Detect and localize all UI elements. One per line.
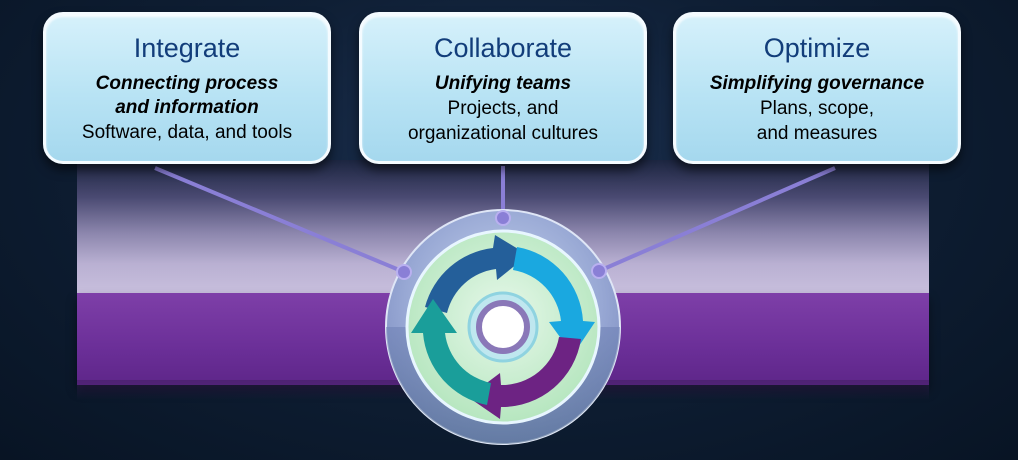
connector-dot-collaborate (495, 210, 511, 226)
optimize-subtitle: Simplifying governance (709, 73, 925, 94)
integrate-card: Integrate Connecting process and informa… (43, 12, 331, 164)
optimize-card: Optimize Simplifying governance Plans, s… (673, 12, 961, 164)
connector-line-optimize (598, 166, 836, 273)
connector-dot-optimize (591, 263, 607, 279)
cycle-arrow-purple (468, 337, 581, 419)
collaborate-subtitle: Unifying teams (434, 73, 572, 94)
connector-dot-integrate (396, 264, 412, 280)
cycle-hub-center (476, 300, 530, 354)
cycle-arrow-navy (425, 235, 528, 313)
optimize-description: Plans, scope, and measures (756, 98, 878, 144)
collaborate-title: Collaborate (433, 33, 573, 63)
connector-line-integrate (154, 166, 405, 274)
integrate-title: Integrate (133, 33, 241, 63)
cycle-arrow-teal (411, 299, 491, 405)
cycle-arrow-cyan (513, 247, 595, 355)
integrate-description: Software, data, and tools (81, 122, 293, 143)
integrate-subtitle: Connecting process and information (95, 73, 279, 118)
collaborate-description: Projects, and organizational cultures (407, 98, 599, 144)
collaborate-card: Collaborate Unifying teams Projects, and… (359, 12, 647, 164)
optimize-title: Optimize (763, 33, 871, 63)
